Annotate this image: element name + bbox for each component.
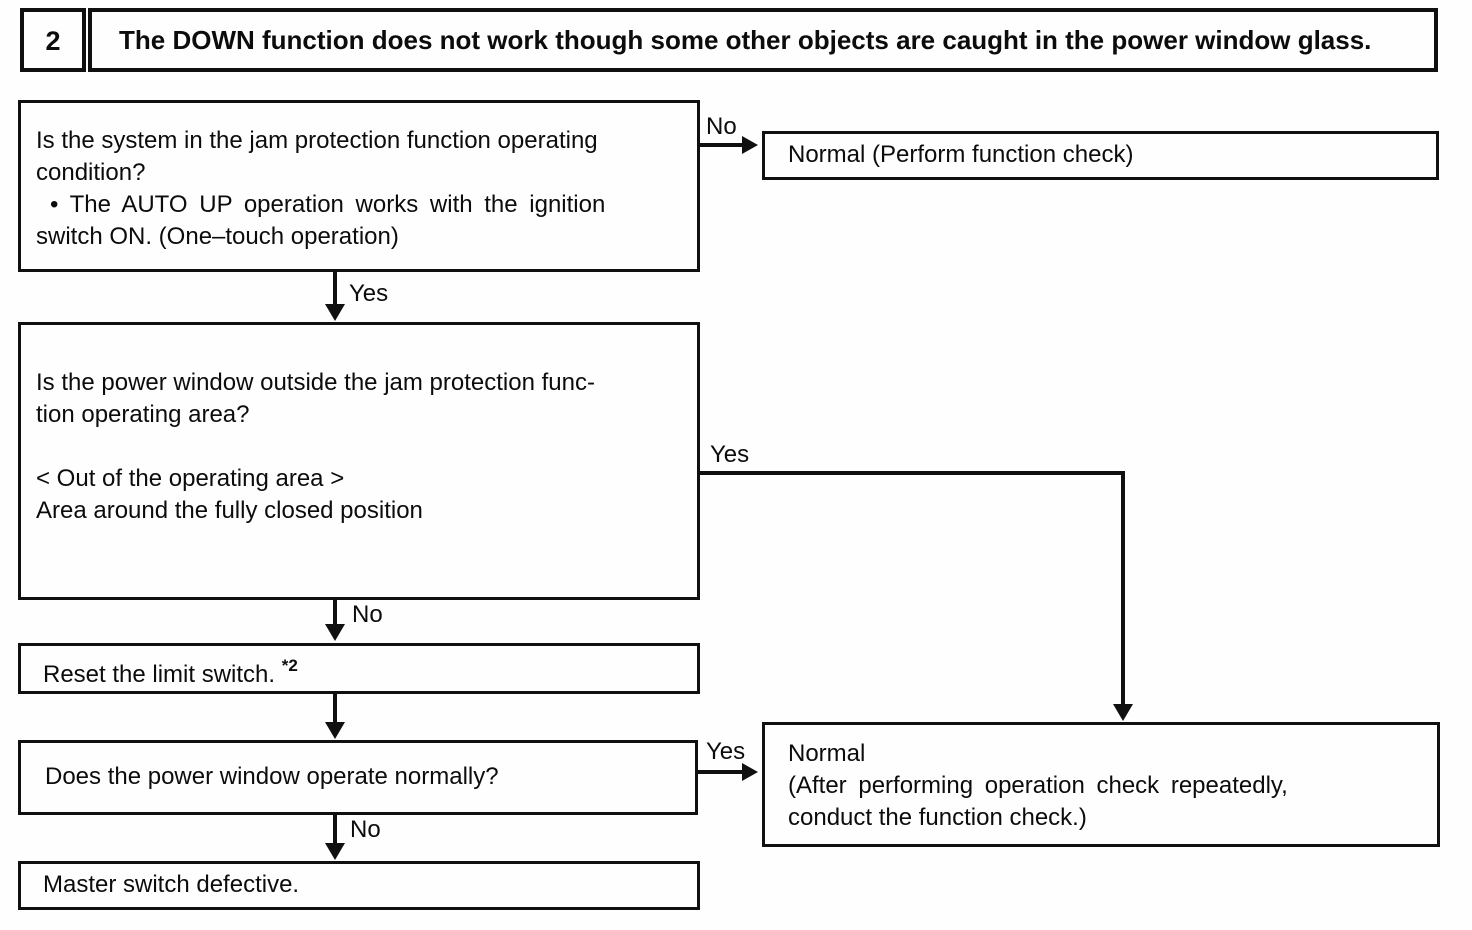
box-line: condition? bbox=[36, 159, 146, 186]
arrow-down-icon bbox=[325, 304, 345, 321]
box-line: Is the system in the jam protection func… bbox=[36, 127, 598, 154]
question-text: Does the power window operate normally? bbox=[45, 763, 499, 790]
connector-q2-yes-vline bbox=[1121, 471, 1125, 707]
edge-label-no: No bbox=[350, 816, 381, 843]
box-line: switch ON. (One–touch operation) bbox=[36, 223, 399, 250]
box-line: conduct the function check.) bbox=[788, 804, 1087, 831]
box-line: • The AUTO UP operation works with the i… bbox=[50, 191, 606, 218]
box-outside-operating-area-question: Is the power window outside the jam prot… bbox=[18, 322, 700, 600]
box-line: (After performing operation check repeat… bbox=[788, 772, 1288, 799]
connector-q2-no-line bbox=[333, 600, 337, 626]
arrow-right-icon bbox=[742, 763, 758, 781]
box-line: < Out of the operating area > bbox=[36, 465, 345, 492]
box-jam-protection-condition-question: Is the system in the jam protection func… bbox=[18, 100, 700, 272]
result-text: Normal (Perform function check) bbox=[788, 141, 1134, 168]
connector-q2-yes-hline bbox=[698, 471, 1125, 475]
connector-q1-yes-line bbox=[333, 272, 337, 306]
connector-q3-no-line bbox=[333, 815, 337, 845]
box-line-spacer bbox=[36, 431, 685, 463]
box-line: Normal bbox=[788, 740, 866, 767]
box-master-switch-defective: Master switch defective. bbox=[18, 861, 700, 910]
box-power-window-operate-question: Does the power window operate normally? bbox=[18, 740, 698, 815]
arrow-down-icon bbox=[325, 624, 345, 641]
connector-q3-yes-line bbox=[698, 770, 744, 774]
arrow-down-icon bbox=[325, 843, 345, 860]
box-reset-limit-switch: Reset the limit switch. *2 bbox=[18, 643, 700, 694]
step-number-cell: 2 bbox=[20, 8, 86, 72]
edge-label-no: No bbox=[706, 113, 737, 140]
footnote-reference: *2 bbox=[281, 656, 298, 675]
connector-reset-line bbox=[333, 694, 337, 724]
edge-label-no: No bbox=[352, 601, 383, 628]
box-line: Is the power window outside the jam prot… bbox=[36, 369, 595, 396]
box-line: tion operating area? bbox=[36, 401, 250, 428]
arrow-down-icon bbox=[325, 722, 345, 739]
box-normal-perform-function-check: Normal (Perform function check) bbox=[762, 131, 1439, 180]
result-text: Master switch defective. bbox=[43, 871, 300, 898]
arrow-down-icon bbox=[1113, 704, 1133, 721]
arrow-right-icon bbox=[742, 136, 758, 154]
edge-label-yes: Yes bbox=[710, 441, 750, 468]
problem-title: The DOWN function does not work though s… bbox=[119, 25, 1372, 55]
box-normal-after-operation-check: Normal (After performing operation check… bbox=[762, 722, 1440, 847]
edge-label-yes: Yes bbox=[706, 738, 746, 765]
box-line: Area around the fully closed position bbox=[36, 497, 423, 524]
connector-q1-no-line bbox=[698, 143, 744, 147]
action-text: Reset the limit switch. bbox=[43, 661, 276, 688]
edge-label-yes: Yes bbox=[349, 280, 389, 307]
step-number: 2 bbox=[45, 26, 61, 56]
header-title-cell: The DOWN function does not work though s… bbox=[88, 8, 1438, 72]
